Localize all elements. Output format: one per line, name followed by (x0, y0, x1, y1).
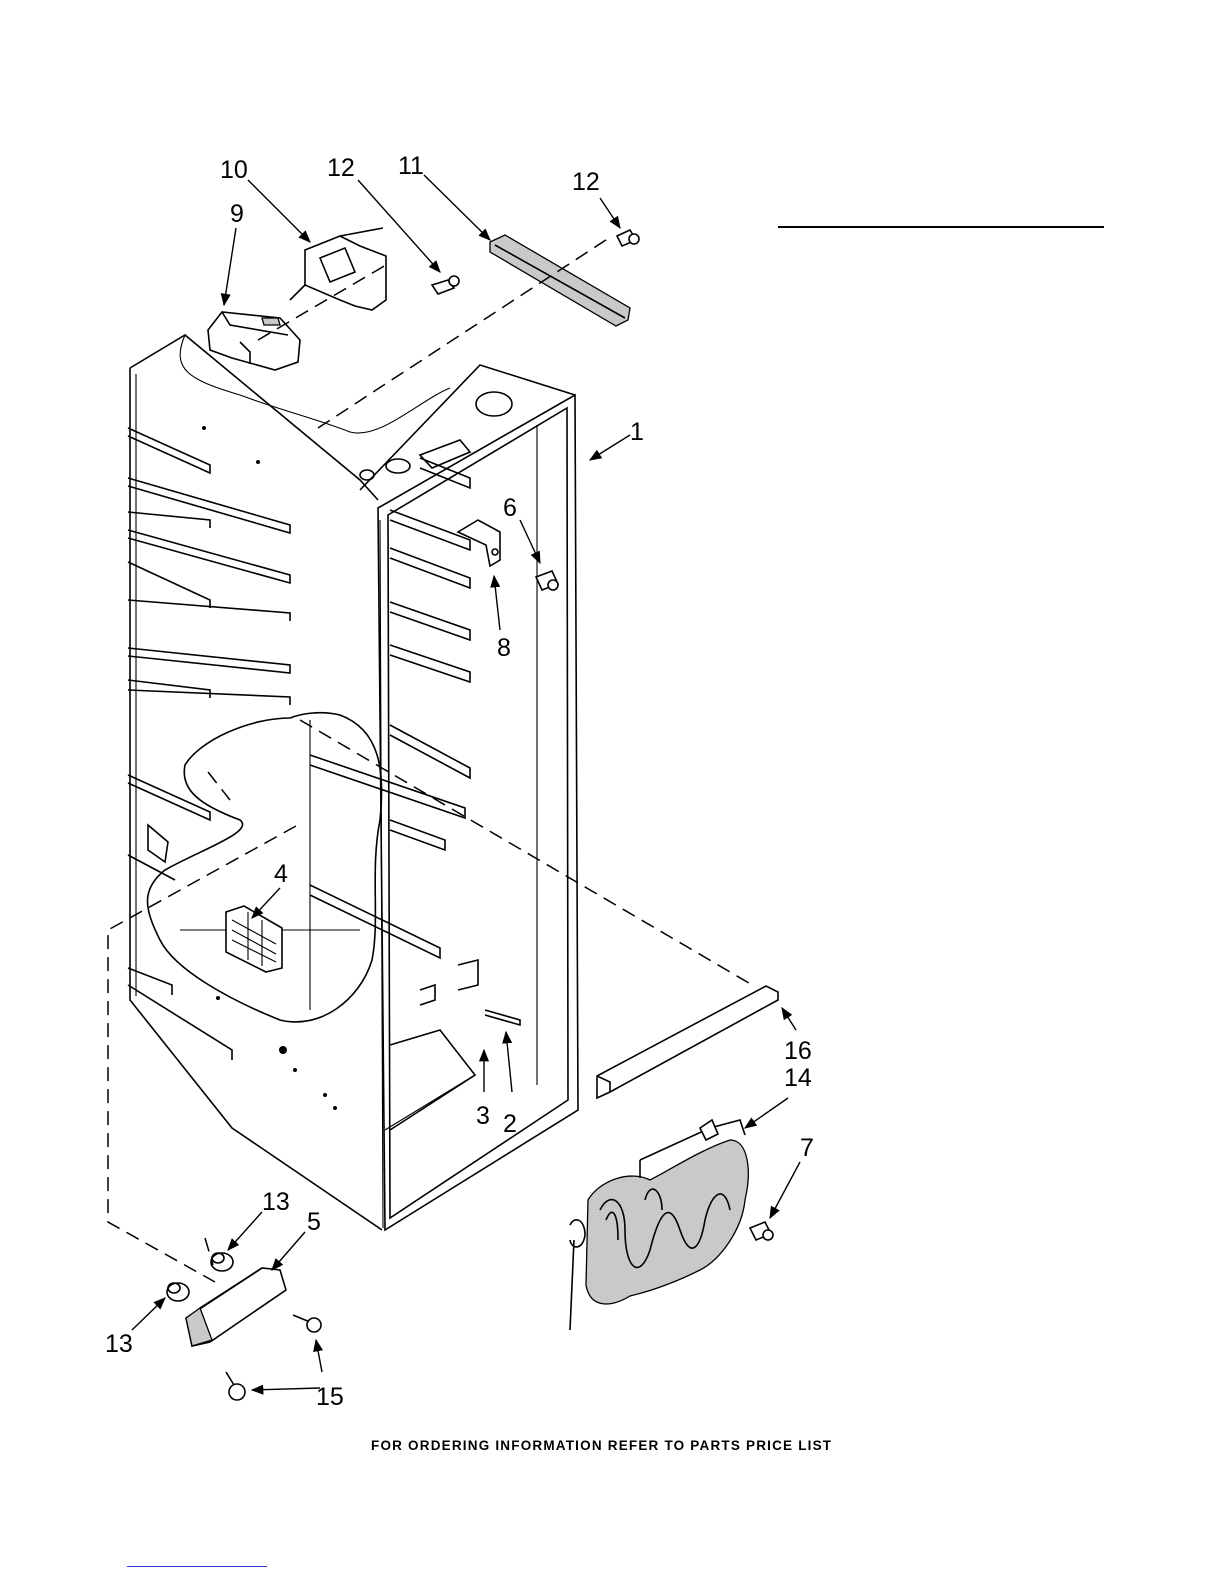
part-15-pin-lower (226, 1372, 245, 1400)
part-5-housing (186, 1268, 286, 1346)
part-13-grommet-upper (211, 1253, 233, 1271)
callout-12-right: 12 (572, 168, 600, 196)
part-7-screw (750, 1222, 773, 1240)
callout-4: 4 (274, 860, 288, 888)
callout-12-left: 12 (327, 154, 355, 182)
part-13-grommet-lower (167, 1283, 189, 1301)
callout-8: 8 (497, 634, 511, 662)
callout-3: 3 (476, 1102, 490, 1130)
bottom-link-underline[interactable] (127, 1566, 267, 1567)
callout-9: 9 (230, 200, 244, 228)
part-12-screw-right (617, 230, 639, 246)
part-9-housing (208, 312, 300, 370)
callout-14: 14 (784, 1064, 812, 1092)
callout-1: 1 (630, 418, 644, 446)
part-12-screw-left (432, 276, 459, 294)
callout-11: 11 (398, 152, 424, 180)
callout-10: 10 (220, 156, 248, 184)
callout-13-lower: 13 (105, 1330, 133, 1358)
callout-2: 2 (503, 1110, 517, 1138)
part-14-heater (570, 1120, 748, 1330)
part-10-bracket (290, 228, 386, 310)
callout-13-upper: 13 (262, 1188, 290, 1216)
footer-note: FOR ORDERING INFORMATION REFER TO PARTS … (371, 1438, 832, 1453)
callout-7: 7 (800, 1134, 814, 1162)
part-11-rail (490, 235, 630, 326)
callout-16: 16 (784, 1037, 812, 1065)
callout-5: 5 (307, 1208, 321, 1236)
cabinet-liner (128, 335, 578, 1230)
part-16-cover (597, 986, 778, 1098)
part-15-pin-upper (293, 1315, 321, 1332)
callout-6: 6 (503, 494, 517, 522)
callout-15: 15 (316, 1383, 344, 1411)
